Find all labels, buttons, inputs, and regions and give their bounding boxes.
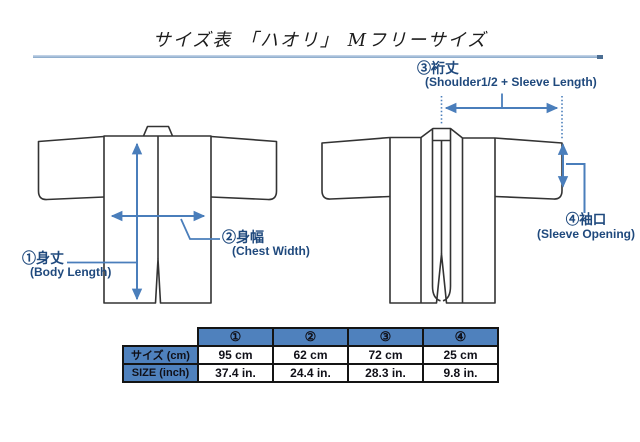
yuki-length-label-en: (Shoulder1/2 + Sleeve Length) [425, 75, 597, 90]
size-table-cm-label: サイズ (cm) [122, 345, 199, 365]
size-table-header-4: ④ [422, 327, 499, 347]
body-length-label-jp: ①身丈 [22, 250, 64, 266]
size-inch-value-3: 28.3 in. [347, 363, 424, 383]
body-length-label: ①身丈 (Body Length) [22, 250, 111, 280]
sleeve-opening-label: ④袖口 (Sleeve Opening) [524, 212, 640, 241]
left-sleeve [321, 136, 391, 200]
chest-width-label: ②身幅 (Chest Width) [222, 229, 310, 259]
sleeve-opening-label-jp: ④袖口 [565, 212, 607, 227]
size-inch-value-4: 9.8 in. [422, 363, 499, 383]
haori-back-outline [37, 125, 278, 304]
body-length-label-en: (Body Length) [30, 265, 112, 280]
size-inch-value-1: 37.4 in. [197, 363, 274, 383]
size-table-cm-row: サイズ (cm) 95 cm 62 cm 72 cm 25 cm [122, 345, 499, 365]
page-title: サイズ表 「ハオリ」 Mフリーサイズ [152, 30, 488, 51]
chest-width-connector [180, 218, 220, 240]
right-sleeve [210, 135, 278, 201]
size-table-header-row: ① ② ③ ④ [123, 327, 499, 347]
sleeve-opening-label-en: (Sleeve Opening) [536, 226, 636, 241]
size-cm-value-4: 25 cm [422, 345, 499, 365]
yuki-length-label: ③裄丈 (Shoulder1/2 + Sleeve Length) [417, 60, 597, 90]
size-table-header-1: ① [197, 327, 274, 347]
size-table-inch-label: SIZE (inch) [122, 363, 199, 383]
haori-front-outline [321, 127, 563, 304]
title-underline [33, 55, 598, 58]
collar-tab [142, 125, 174, 137]
sleeve-opening-connector [566, 163, 586, 213]
size-table-corner-cell [123, 328, 198, 346]
yuki-guides [440, 96, 563, 140]
size-cm-value-1: 95 cm [197, 345, 274, 365]
shoulder-line [390, 127, 495, 139]
title-underline-cap [597, 55, 603, 59]
size-table-inch-row: SIZE (inch) 37.4 in. 24.4 in. 28.3 in. 9… [122, 363, 499, 383]
left-sleeve [37, 135, 105, 201]
size-cm-value-2: 62 cm [272, 345, 349, 365]
left-lapel-inner [431, 128, 441, 302]
size-cm-value-3: 72 cm [347, 345, 424, 365]
size-table-header-3: ③ [347, 327, 424, 347]
right-lapel-inner [442, 128, 452, 302]
size-table: ① ② ③ ④ サイズ (cm) 95 cm 62 cm 72 cm 25 cm… [122, 327, 499, 383]
chest-width-label-en: (Chest Width) [232, 244, 310, 259]
chest-width-label-jp: ②身幅 [222, 229, 264, 245]
haori-diagram-svg [37, 93, 586, 304]
size-table-header-2: ② [272, 327, 349, 347]
size-inch-value-2: 24.4 in. [272, 363, 349, 383]
yuki-length-label-jp: ③裄丈 [417, 60, 459, 76]
right-sleeve [494, 137, 563, 200]
